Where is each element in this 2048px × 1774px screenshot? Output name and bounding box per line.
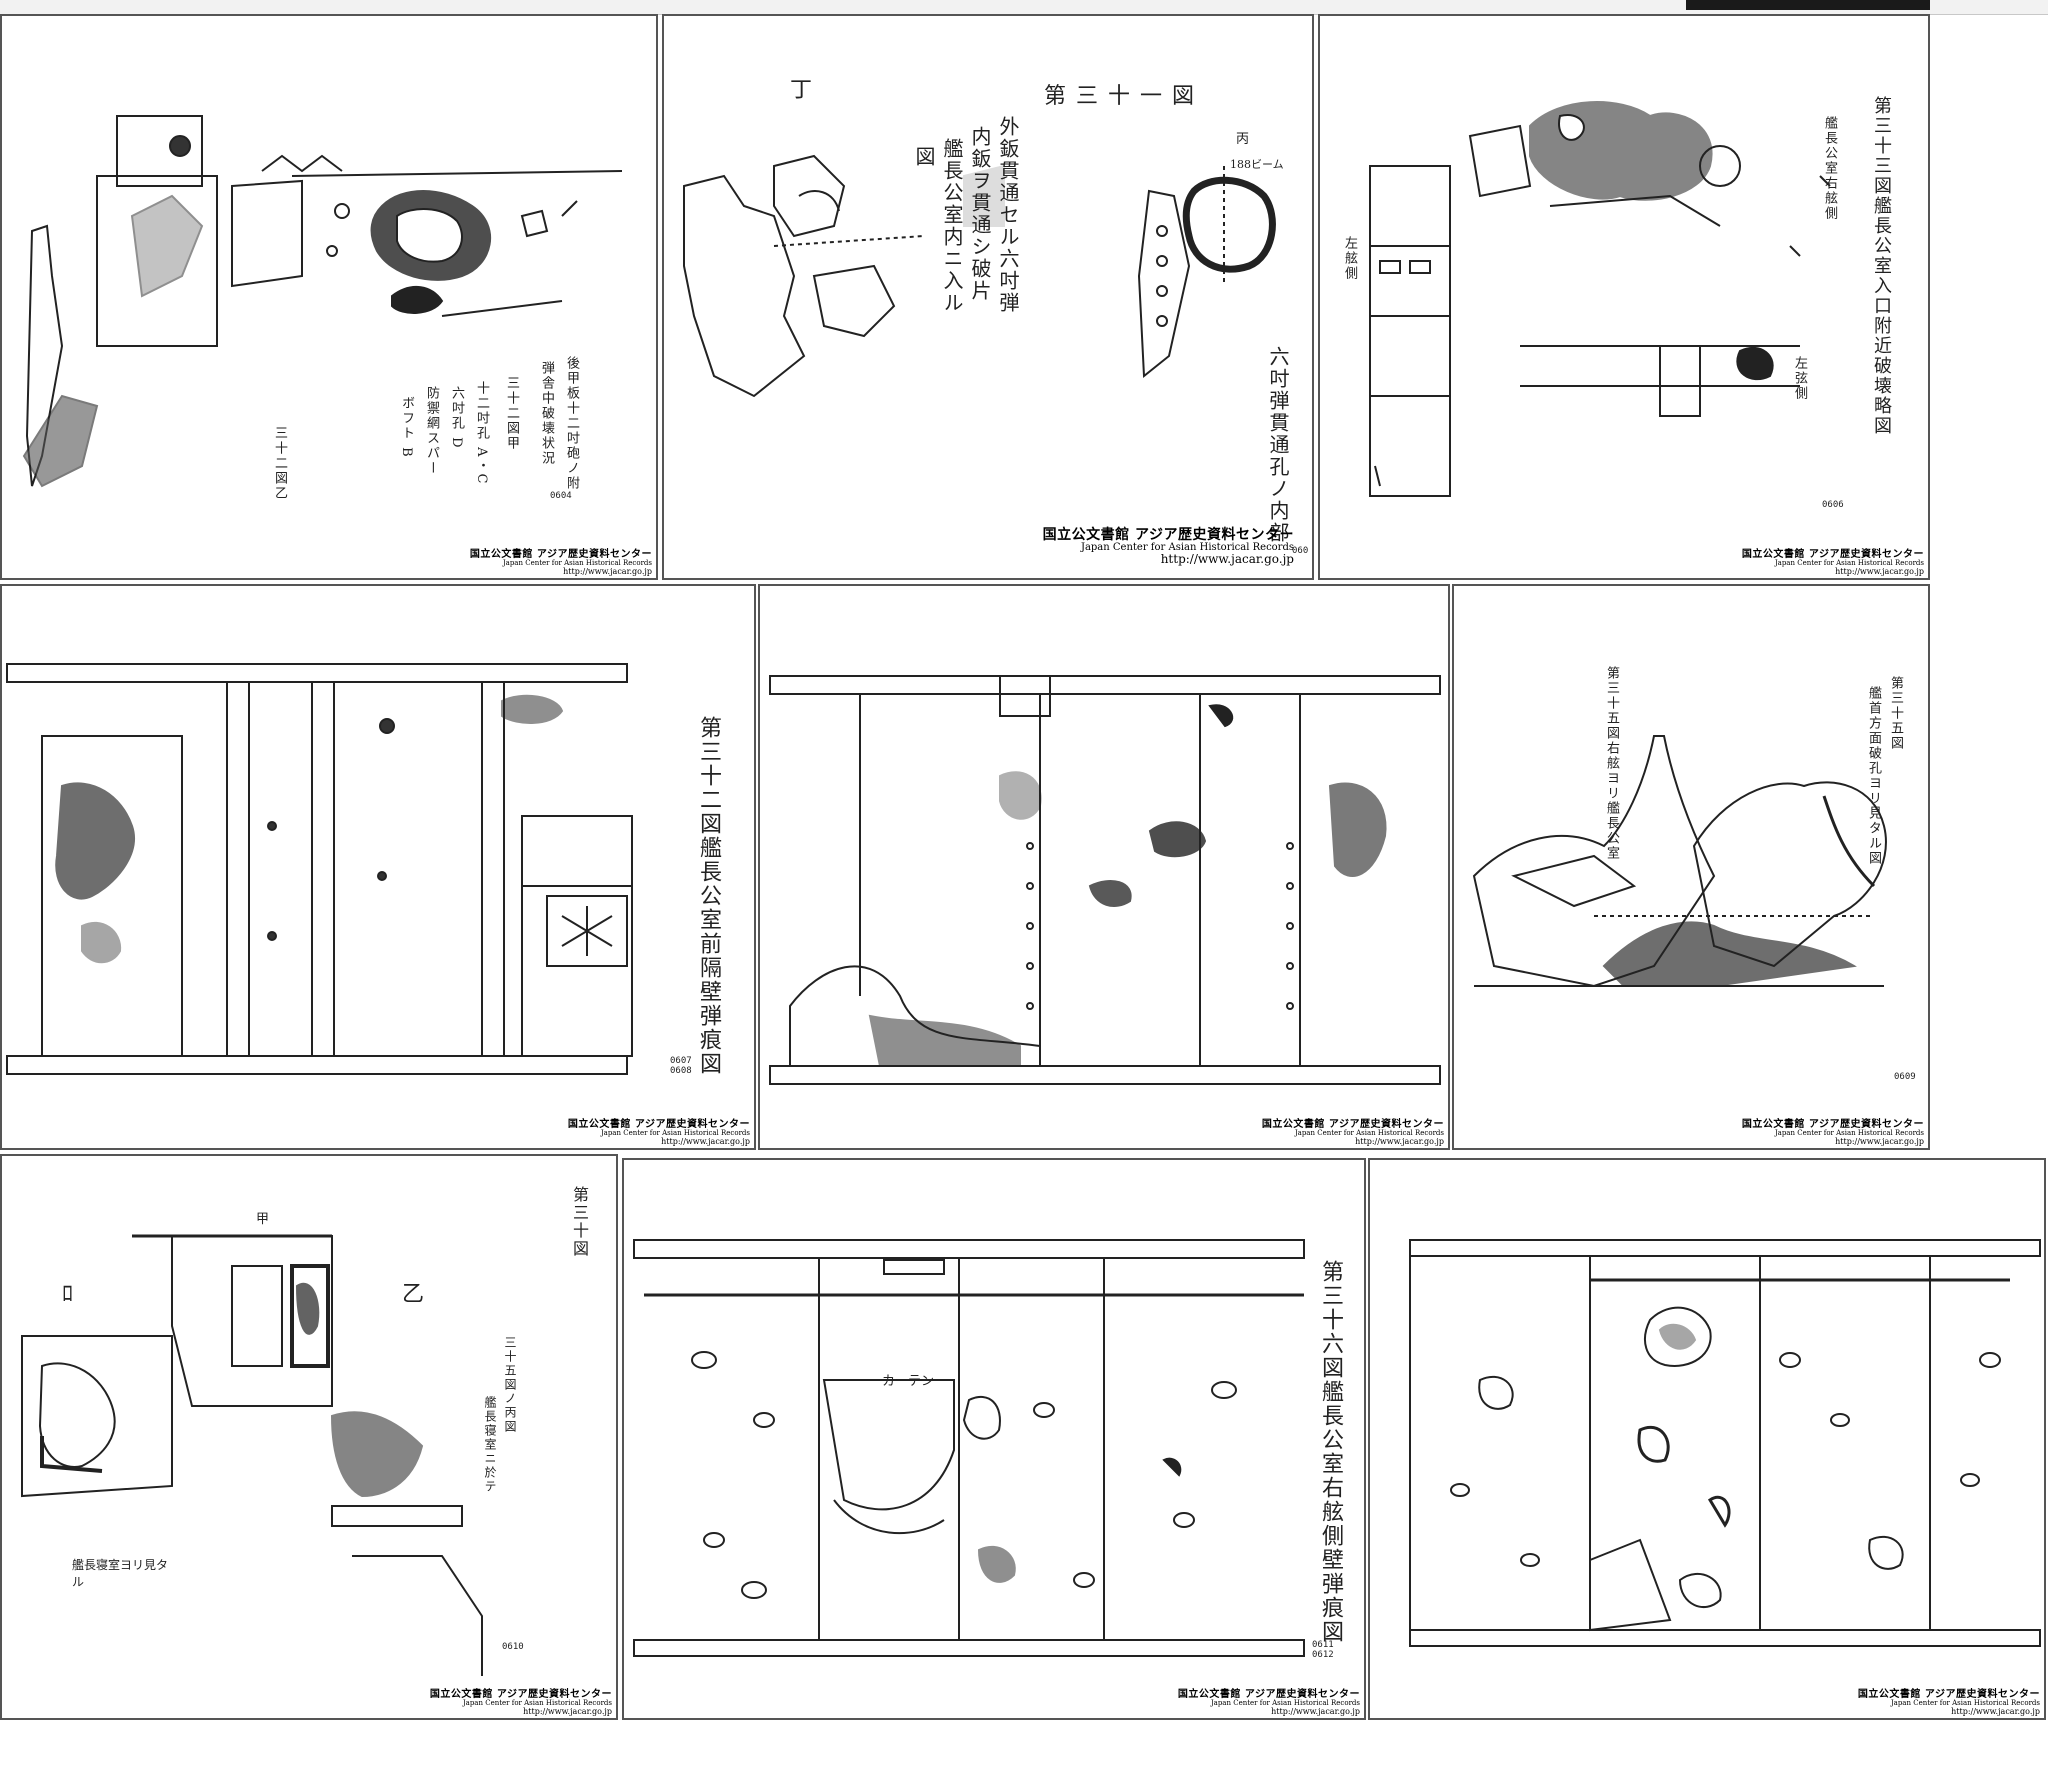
caption-vertical-2: 艦長公室右舷側	[1822, 116, 1837, 221]
label-ro: ﾛ	[62, 1282, 74, 1307]
caption-vertical-1: 外鈑貫通セル六吋弾	[996, 116, 1020, 314]
sketch-drawing	[633, 1239, 1305, 1657]
footer-org-en: Japan Center for Asian Historical Record…	[1080, 541, 1294, 553]
footer-org: 国立公文書館 アジア歴史資料センター	[1741, 1118, 1924, 1130]
caption-vertical-1: 第三十図	[570, 1186, 589, 1258]
footer-org: 国立公文書館 アジア歴史資料センター	[1177, 1688, 1360, 1700]
caption-vertical-5: 六吋弾貫通孔ノ内部	[1266, 346, 1290, 544]
caption-vertical-3: 第三十五図右舷ヨリ艦長公室	[1604, 666, 1619, 861]
jacar-footer: 国立公文書館 アジア歴史資料センター Japan Center for Asia…	[1043, 528, 1294, 566]
page-number: 060	[1292, 546, 1309, 556]
footer-url: http://www.jacar.go.jp	[1835, 566, 1924, 576]
sketch-drawing	[1472, 735, 1887, 988]
footer-url: http://www.jacar.go.jp	[1355, 1136, 1444, 1146]
sketch-drawing	[683, 154, 1276, 398]
footer-org: 国立公文書館 アジア歴史資料センター	[567, 1118, 750, 1130]
caption-vertical-1: 後甲板十二吋砲ノ附	[564, 356, 579, 491]
footer-url: http://www.jacar.go.jp	[523, 1706, 612, 1716]
jacar-footer: 国立公文書館 アジア歴史資料センター Japan Center for Asia…	[1261, 1118, 1444, 1146]
sketch-drawing	[1409, 1239, 2041, 1647]
page-number: 0610	[502, 1642, 524, 1652]
thumbnail-0604[interactable]: 後甲板十二吋砲ノ附 弾舎中破壊状況 三十二図甲 十二吋孔 A・C 六吋孔 D 防…	[0, 14, 658, 580]
footer-org: 国立公文書館 アジア歴史資料センター	[1857, 1688, 2040, 1700]
thumbnail-0605[interactable]: 第三十一図 丁 丙 188ビーム 外鈑貫通セル六吋弾 内鈑ヲ貫通シ破片 艦長公室…	[662, 14, 1314, 580]
sketch-drawing	[21, 1234, 483, 1676]
caption-vertical-3: 三十二図甲	[504, 376, 519, 451]
caption-vertical-1: 第三十二図艦長公室前隔壁弾痕図	[696, 716, 721, 1076]
footer-org: 国立公文書館 アジア歴史資料センター	[1042, 527, 1294, 544]
sketch-drawing	[769, 675, 1441, 1085]
sketch-drawing	[6, 663, 633, 1075]
caption-vertical-3: 三十五図ノ丙図	[503, 1336, 517, 1434]
caption-vertical-4: 図	[912, 146, 936, 168]
label-hei: 丙	[1236, 132, 1250, 147]
jacar-footer: 国立公文書館 アジア歴史資料センター Japan Center for Asia…	[1741, 1118, 1924, 1146]
thumbnail-0606[interactable]: 第三十三図艦長公室入口附近破壊略図 艦長公室右舷側 左舷側 左弦側 0606 国…	[1318, 14, 1930, 580]
caption-vertical-7: ボフト B	[399, 396, 414, 459]
thumbnail-0609[interactable]: 第三十五図 艦首方面破孔ヨリ見タル図 第三十五図右舷ヨリ艦長公室 0609 国立…	[1452, 584, 1930, 1150]
thumbnail-0610[interactable]: 第三十図 艦長寝室ニ於テ 三十五図ノ丙図 乙 甲 ﾛ 艦長寝室ヨリ見タル 061…	[0, 1154, 618, 1720]
page-number: 0607 0608	[670, 1056, 692, 1076]
page-number: 0604	[550, 491, 572, 501]
footer-org: 国立公文書館 アジア歴史資料センター	[469, 548, 652, 560]
caption-vertical-3: 艦長公室内ニ入ル	[940, 138, 964, 314]
label-ko: 甲	[256, 1212, 270, 1227]
jacar-footer: 国立公文書館 アジア歴史資料センター Japan Center for Asia…	[429, 1688, 612, 1716]
footer-url: http://www.jacar.go.jp	[1160, 552, 1294, 567]
footer-org-en: Japan Center for Asian Historical Record…	[462, 1699, 612, 1708]
footer-org: 国立公文書館 アジア歴史資料センター	[429, 1688, 612, 1700]
caption-vertical-5: 六吋孔 D	[449, 386, 464, 450]
caption-vertical-6: 防禦網スパー	[424, 386, 439, 476]
sketch-drawing	[1369, 101, 1831, 497]
caption-vertical-2: 弾舎中破壊状況	[539, 361, 554, 466]
jacar-footer: 国立公文書館 アジア歴史資料センター Japan Center for Asia…	[1741, 548, 1924, 576]
caption-bottom: 艦長寝室ヨリ見タル	[72, 1558, 169, 1589]
footer-url: http://www.jacar.go.jp	[563, 566, 652, 576]
footer-url: http://www.jacar.go.jp	[1271, 1706, 1360, 1716]
caption-vertical-1: 第三十三図艦長公室入口附近破壊略図	[1871, 96, 1892, 436]
footer-org-en: Japan Center for Asian Historical Record…	[1890, 1699, 2040, 1708]
footer-org-en: Japan Center for Asian Historical Record…	[1774, 1129, 1924, 1138]
page-number: 0609	[1894, 1072, 1916, 1082]
footer-org: 国立公文書館 アジア歴史資料センター	[1261, 1118, 1444, 1130]
caption-vertical-2: 艦首方面破孔ヨリ見タル図	[1866, 686, 1881, 866]
label-otsu: 乙	[402, 1282, 425, 1307]
corner-mark: 丁	[790, 78, 813, 103]
caption-vertical-3: 左舷側	[1342, 236, 1357, 281]
footer-org: 国立公文書館 アジア歴史資料センター	[1741, 548, 1924, 560]
footer-url: http://www.jacar.go.jp	[1951, 1706, 2040, 1716]
caption-vertical-1: 第三十六図艦長公室右舷側壁弾痕図	[1318, 1260, 1343, 1644]
thumbnail-0611[interactable]: 第三十六図艦長公室右舷側壁弾痕図 カーテン 0611 0612 国立公文書館 ア…	[622, 1158, 1366, 1720]
sketch-drawing	[22, 115, 623, 488]
figure-title: 第三十一図	[1044, 84, 1205, 109]
jacar-footer: 国立公文書館 アジア歴史資料センター Japan Center for Asia…	[1177, 1688, 1360, 1716]
footer-url: http://www.jacar.go.jp	[661, 1136, 750, 1146]
footer-url: http://www.jacar.go.jp	[1835, 1136, 1924, 1146]
thumbnail-0612[interactable]: 国立公文書館 アジア歴史資料センター Japan Center for Asia…	[1368, 1158, 2046, 1720]
caption-vertical-2: 内鈑ヲ貫通シ破片	[968, 126, 992, 302]
jacar-footer: 国立公文書館 アジア歴史資料センター Japan Center for Asia…	[1857, 1688, 2040, 1716]
jacar-footer: 国立公文書館 アジア歴史資料センター Japan Center for Asia…	[567, 1118, 750, 1146]
footer-org-en: Japan Center for Asian Historical Record…	[600, 1129, 750, 1138]
page-number: 0611 0612	[1312, 1640, 1334, 1660]
caption-vertical-1: 第三十五図	[1888, 676, 1903, 751]
page-number: 0606	[1822, 500, 1844, 510]
caption-vertical-4: 左弦側	[1792, 356, 1807, 401]
viewer-top-bar	[0, 0, 2048, 15]
beam-label: 188ビーム	[1230, 158, 1284, 171]
thumbnail-0608[interactable]: 国立公文書館 アジア歴史資料センター Japan Center for Asia…	[758, 584, 1450, 1150]
footer-org-en: Japan Center for Asian Historical Record…	[1294, 1129, 1444, 1138]
curtain-label: カーテン	[882, 1374, 935, 1389]
viewer-top-strip	[1686, 0, 1930, 10]
footer-org-en: Japan Center for Asian Historical Record…	[1774, 559, 1924, 568]
footer-org-en: Japan Center for Asian Historical Record…	[502, 559, 652, 568]
thumbnail-0607[interactable]: 第三十二図艦長公室前隔壁弾痕図 0607 0608 国立公文書館 アジア歴史資料…	[0, 584, 756, 1150]
jacar-footer: 国立公文書館 アジア歴史資料センター Japan Center for Asia…	[469, 548, 652, 576]
caption-vertical-2: 艦長寝室ニ於テ	[483, 1396, 497, 1494]
footer-org-en: Japan Center for Asian Historical Record…	[1210, 1699, 1360, 1708]
caption-vertical-8: 三十二図乙	[272, 426, 287, 501]
caption-vertical-4: 十二吋孔 A・C	[474, 381, 489, 486]
